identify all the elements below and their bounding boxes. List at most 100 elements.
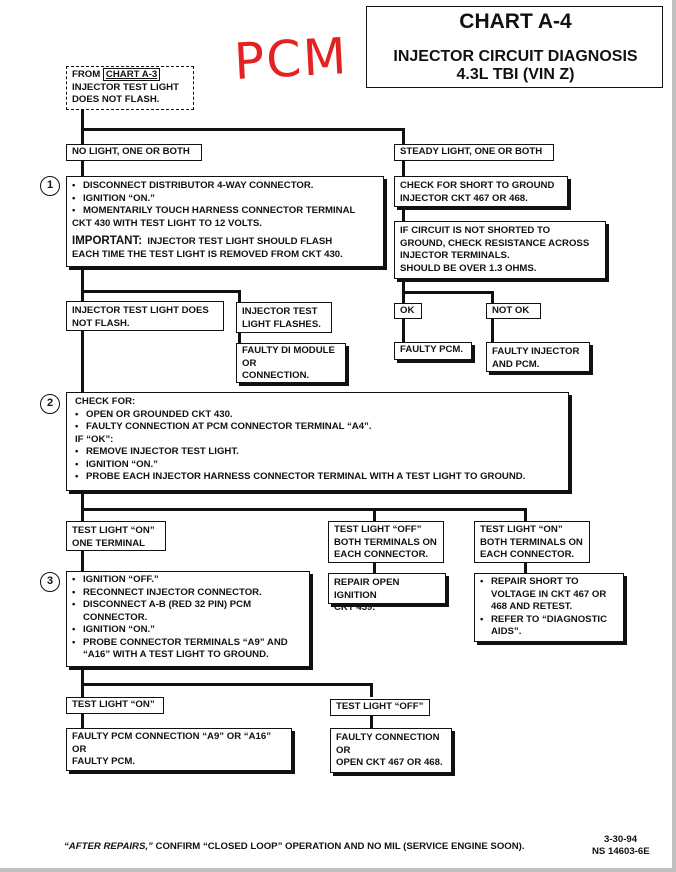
branch-no-light-label: NO LIGHT, ONE OR BOTH	[72, 146, 190, 157]
page-edge-right	[672, 0, 676, 872]
connector	[373, 563, 376, 573]
repair-open-box: REPAIR OPEN IGNITION CKT 439.	[328, 573, 446, 613]
branch-steady-light: STEADY LIGHT, ONE OR BOTH	[394, 144, 554, 161]
handwritten-pcm-annotation: PCM	[232, 27, 350, 91]
title-block	[366, 6, 663, 88]
result-flashes: INJECTOR TEST LIGHT FLASHES.	[236, 302, 332, 333]
chart-title: CHART A-4	[459, 10, 572, 33]
faulty-pcm-label: FAULTY PCM.	[400, 344, 464, 355]
tl-on-box: TEST LIGHT “ON”	[66, 697, 164, 714]
connector	[238, 333, 241, 343]
connector	[402, 128, 405, 144]
connector	[81, 290, 241, 293]
ok-label: OK	[400, 305, 415, 316]
faulty-conn-line: OPEN CKT 467 OR 468.	[336, 757, 443, 768]
result-flashes-line: INJECTOR TEST	[242, 306, 318, 317]
tl-off-label: TEST LIGHT “OFF”	[336, 701, 424, 712]
faulty-conn-line: FAULTY CONNECTION	[336, 732, 440, 743]
step2-bullet: REMOVE INJECTOR TEST LIGHT.	[75, 446, 560, 459]
step1-bullet: MOMENTARILY TOUCH HARNESS CONNECTOR TERM…	[72, 205, 378, 218]
connector	[81, 714, 84, 728]
faulty-pcm-conn-line: FAULTY PCM.	[72, 756, 136, 767]
repair-short-cont: AIDS”.	[491, 626, 522, 637]
step3-bullet-cont: CONNECTOR.	[83, 611, 148, 623]
tl-off-both-line: EACH CONNECTOR.	[334, 549, 429, 560]
connector	[524, 563, 527, 573]
connector	[370, 683, 373, 697]
tl-off-both-line: TEST LIGHT “OFF”	[334, 524, 422, 535]
tl-on-both-terminals: TEST LIGHT “ON” BOTH TERMINALS ON EACH C…	[474, 521, 590, 563]
step3-bullet-cont: “A16” WITH A TEST LIGHT TO GROUND.	[83, 649, 269, 660]
tl-on-one-terminal: TEST LIGHT “ON” ONE TERMINAL	[66, 521, 166, 551]
faulty-pcm-box: FAULTY PCM.	[394, 342, 472, 360]
tl-on-one-line: TEST LIGHT “ON”	[72, 525, 155, 536]
step-number-1: 1	[40, 176, 60, 196]
step3-bullet: IGNITION “ON.”	[72, 624, 304, 637]
step1-bullet: IGNITION “ON.”	[72, 193, 378, 206]
connector	[81, 667, 84, 697]
step-2-box: CHECK FOR: OPEN OR GROUNDED CKT 430. FAU…	[66, 392, 569, 491]
faulty-di-line: OR	[242, 357, 257, 369]
connector	[491, 318, 494, 342]
short-check-line: INJECTOR CKT 467 OR 468.	[400, 192, 528, 204]
chart-a3-link[interactable]: CHART A-3	[102, 68, 161, 81]
faulty-conn-line: OR	[336, 744, 351, 756]
footer-date: 3-30-94	[604, 834, 638, 845]
repair-open-line: REPAIR OPEN IGNITION	[334, 577, 400, 601]
step2-bullet: FAULTY CONNECTION AT PCM CONNECTOR TERMI…	[75, 421, 560, 434]
connector	[81, 508, 527, 511]
from-chart-box: FROM CHART A-3 INJECTOR TEST LIGHT DOES …	[66, 66, 194, 110]
connector	[238, 290, 241, 302]
step3-bullet: DISCONNECT A-B (RED 32 PIN) PCM	[72, 599, 304, 612]
connector	[402, 160, 405, 176]
faulty-pcm-conn-line: OR	[72, 743, 87, 755]
step-number-2: 2	[40, 394, 60, 414]
result-flashes-line: LIGHT FLASHES.	[242, 318, 321, 330]
not-ok-label-box: NOT OK	[486, 303, 541, 319]
faulty-pcm-conn-line: FAULTY PCM CONNECTION “A9” OR “A16”	[72, 731, 271, 742]
connector	[373, 508, 376, 521]
connector	[370, 716, 373, 728]
important-label: IMPORTANT:	[72, 235, 143, 247]
check-for-label: CHECK FOR:	[75, 396, 136, 407]
connector	[524, 508, 527, 521]
result-no-flash: INJECTOR TEST LIGHT DOES NOT FLASH.	[66, 301, 224, 331]
footer-text: CONFIRM “CLOSED LOOP” OPERATION AND NO M…	[152, 841, 525, 852]
step1-bullet-cont: CKT 430 WITH TEST LIGHT TO 12 VOLTS.	[72, 217, 262, 229]
chart-subtitle: INJECTOR CIRCUIT DIAGNOSIS 4.3L TBI (VIN…	[368, 48, 663, 84]
connector	[81, 330, 84, 392]
tl-off-box: TEST LIGHT “OFF”	[330, 699, 430, 716]
repair-short-cont: VOLTAGE IN CKT 467 OR	[491, 588, 607, 600]
connector	[81, 110, 84, 144]
tl-on-one-line: ONE TERMINAL	[72, 537, 146, 549]
footer-note: “AFTER REPAIRS,” CONFIRM “CLOSED LOOP” O…	[64, 841, 525, 852]
connector	[491, 291, 494, 303]
result-no-flash-line: NOT FLASH.	[72, 317, 130, 329]
resistance-line: IF CIRCUIT IS NOT SHORTED TO	[400, 225, 551, 236]
short-check-line: CHECK FOR SHORT TO GROUND	[400, 180, 555, 191]
step1-bullet: DISCONNECT DISTRIBUTOR 4-WAY CONNECTOR.	[72, 180, 378, 193]
resistance-line: INJECTOR TERMINALS.	[400, 250, 510, 261]
important-cont: EACH TIME THE TEST LIGHT IS REMOVED FROM…	[72, 248, 343, 260]
connector	[81, 128, 405, 131]
connector	[402, 291, 494, 294]
step-number-3: 3	[40, 572, 60, 592]
tl-on-both-line: BOTH TERMINALS ON	[480, 536, 583, 548]
subtitle-line-2: 4.3L TBI (VIN Z)	[456, 66, 575, 83]
connector	[81, 551, 84, 571]
faulty-di-line: FAULTY DI MODULE	[242, 345, 335, 356]
result-no-flash-line: INJECTOR TEST LIGHT DOES	[72, 305, 209, 316]
subtitle-line-1: INJECTOR CIRCUIT DIAGNOSIS	[393, 48, 638, 65]
footer-code: NS 14603-6E	[592, 846, 650, 857]
step-1-box: DISCONNECT DISTRIBUTOR 4-WAY CONNECTOR. …	[66, 176, 384, 267]
repair-short-box: REPAIR SHORT TO VOLTAGE IN CKT 467 OR 46…	[474, 573, 624, 642]
resistance-check-box: IF CIRCUIT IS NOT SHORTED TO GROUND, CHE…	[394, 221, 606, 279]
connector	[81, 267, 84, 301]
from-line-2: INJECTOR TEST LIGHT	[72, 81, 179, 93]
tl-on-both-line: TEST LIGHT “ON”	[480, 524, 563, 535]
connector	[81, 160, 84, 176]
from-line-3: DOES NOT FLASH.	[72, 94, 160, 105]
footer-after-repairs: “AFTER REPAIRS,”	[64, 841, 153, 852]
not-ok-label: NOT OK	[492, 305, 530, 316]
